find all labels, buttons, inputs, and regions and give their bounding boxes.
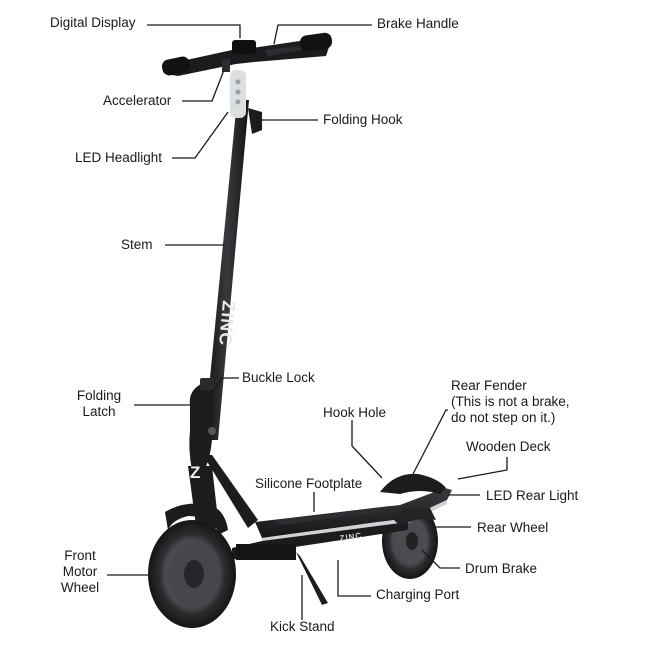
rear-fender xyxy=(380,473,446,494)
stem-tube xyxy=(204,100,249,440)
label-front-motor-wheel: Front Motor Wheel xyxy=(60,548,100,595)
label-rear-fender: Rear Fender (This is not a brake, do not… xyxy=(451,378,570,425)
label-kick-stand: Kick Stand xyxy=(270,619,335,634)
deck xyxy=(232,488,452,560)
label-wooden-deck: Wooden Deck xyxy=(466,439,551,454)
folding-hook xyxy=(248,108,262,134)
label-folding-hook: Folding Hook xyxy=(323,112,403,127)
label-led-rear-light: LED Rear Light xyxy=(486,488,579,503)
digital-display-unit xyxy=(232,40,256,54)
label-stem: Stem xyxy=(121,237,153,252)
deck-logo: ZINC xyxy=(339,531,363,543)
label-hook-hole: Hook Hole xyxy=(323,405,387,420)
label-digital-display: Digital Display xyxy=(50,15,136,30)
front-motor-wheel xyxy=(148,520,236,628)
label-buckle-lock: Buckle Lock xyxy=(242,370,315,385)
fork-logo: Z xyxy=(190,463,200,482)
label-brake-handle: Brake Handle xyxy=(377,16,459,31)
kick-stand xyxy=(296,552,328,605)
label-silicone-footplate: Silicone Footplate xyxy=(255,476,363,491)
stem-logo: ZINC xyxy=(215,300,239,348)
label-rear-wheel: Rear Wheel xyxy=(477,520,549,535)
leader-lines xyxy=(107,24,508,620)
handlebar xyxy=(161,32,333,76)
label-accelerator: Accelerator xyxy=(103,93,172,108)
label-led-headlight: LED Headlight xyxy=(75,150,163,165)
label-drum-brake: Drum Brake xyxy=(465,561,538,576)
label-folding-latch: Folding Latch xyxy=(76,388,122,419)
label-charging-port: Charging Port xyxy=(376,587,460,602)
